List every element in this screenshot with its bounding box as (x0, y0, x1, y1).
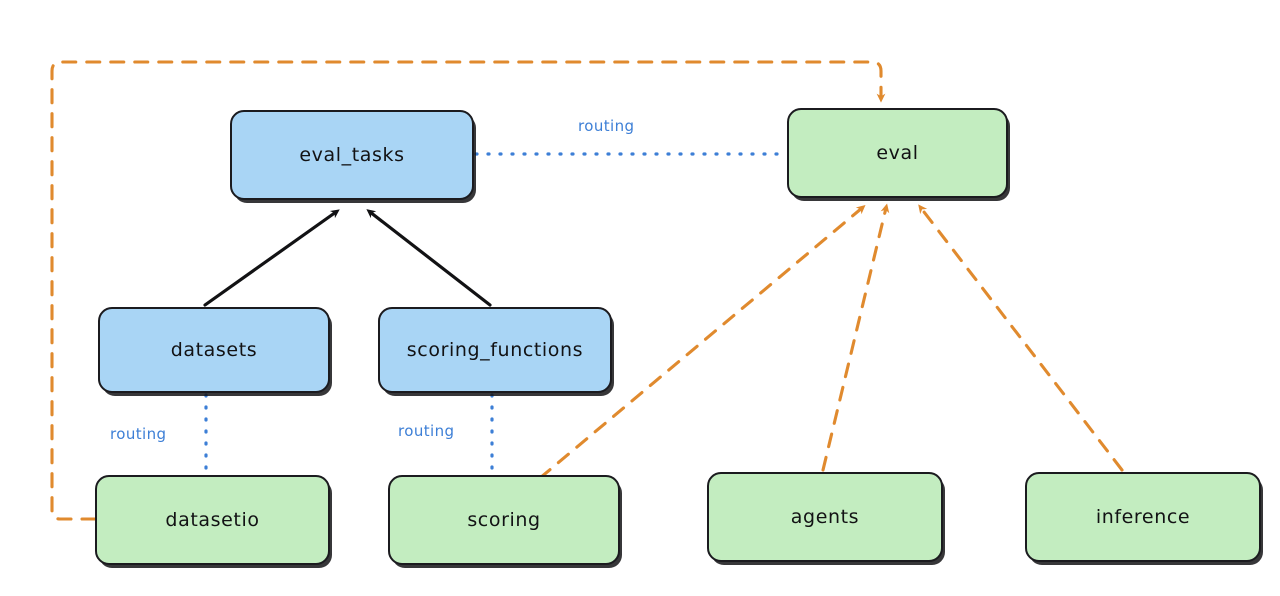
edge-inference-to-eval (918, 204, 1124, 472)
edge-datasetio-to-eval (50, 60, 886, 521)
node-label: scoring_functions (406, 339, 584, 361)
node-datasets[interactable]: datasets (98, 307, 330, 393)
node-label: eval_tasks (299, 144, 405, 166)
edge-scoring-to-eval (538, 205, 866, 480)
node-inference[interactable]: inference (1025, 472, 1261, 562)
node-agents[interactable]: agents (707, 472, 943, 562)
edge-datasets-to-eval_tasks (203, 209, 340, 307)
node-label: datasets (170, 339, 258, 361)
edge-label-routing-scoring-functions: routing (398, 422, 455, 440)
node-datasetio[interactable]: datasetio (95, 475, 330, 565)
node-label: datasetio (165, 509, 260, 531)
edge-agents-to-eval (821, 203, 890, 472)
node-eval[interactable]: eval (787, 108, 1008, 198)
node-label: inference (1095, 506, 1191, 528)
edge-scoring_functions-to-eval_tasks (366, 209, 492, 307)
edge-label-routing-eval-tasks: routing (578, 117, 635, 135)
node-scoring[interactable]: scoring (388, 475, 620, 565)
node-scoring-functions[interactable]: scoring_functions (378, 307, 612, 393)
node-label: agents (790, 506, 860, 528)
node-label: scoring (467, 509, 541, 531)
node-eval-tasks[interactable]: eval_tasks (230, 110, 474, 200)
edge-label-routing-datasets: routing (110, 425, 167, 443)
node-label: eval (876, 142, 919, 164)
